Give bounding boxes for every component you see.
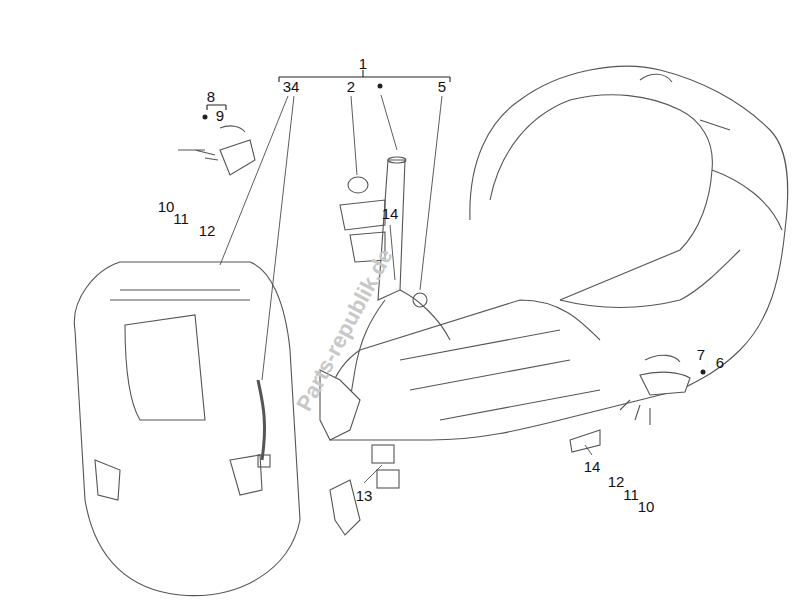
- callout-number: 6: [716, 355, 724, 370]
- callout-number: 7: [697, 347, 705, 362]
- callout-number: 5: [438, 79, 446, 94]
- callout-number: 14: [382, 206, 399, 221]
- callout-number: 2: [347, 79, 355, 94]
- callout-number: 12: [608, 474, 625, 489]
- callout-number: 14: [584, 459, 601, 474]
- callout-number: 11: [173, 211, 189, 226]
- callout-number: 8: [207, 89, 215, 104]
- callout-number: 10: [638, 499, 655, 514]
- callout-number: 34: [283, 79, 300, 94]
- callout-number: 9: [216, 108, 224, 123]
- callout-number: 12: [199, 223, 216, 238]
- callout-number: 10: [158, 199, 175, 214]
- callout-number: 13: [356, 488, 373, 503]
- callout-number: 1: [359, 56, 367, 71]
- callout-number: 11: [623, 487, 639, 502]
